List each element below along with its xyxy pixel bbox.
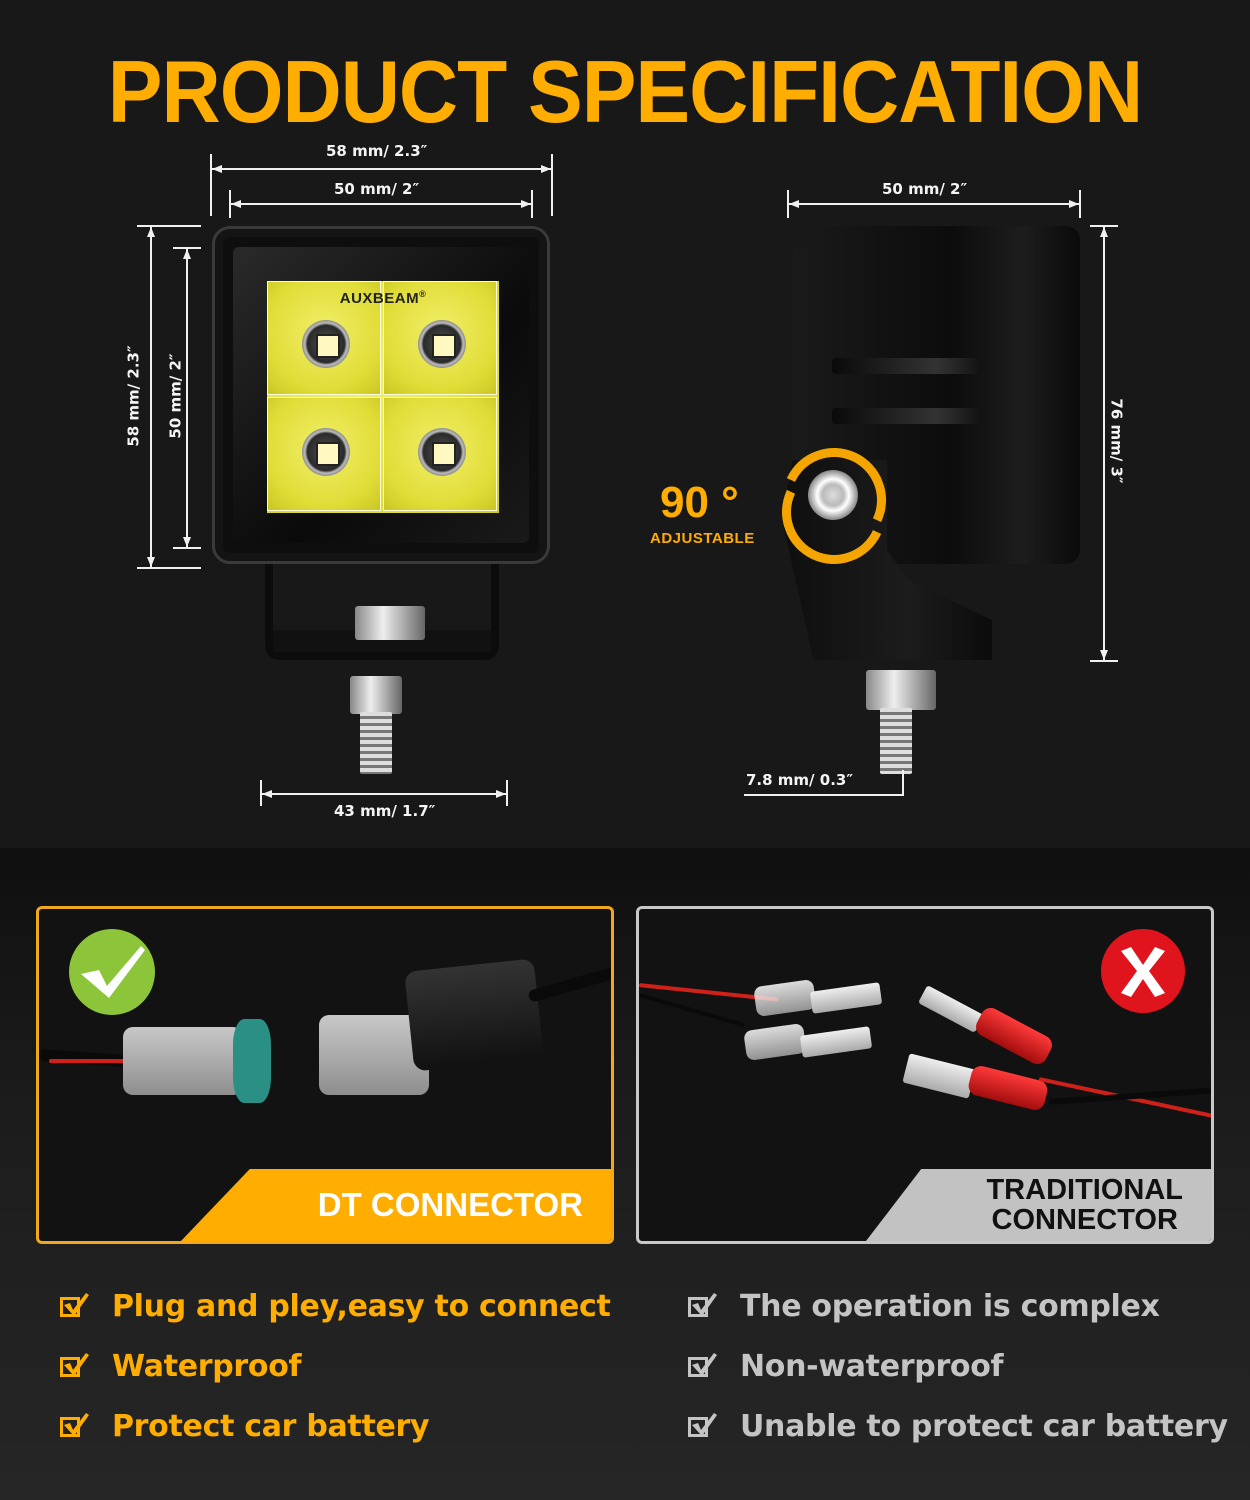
female-spade-terminal: [809, 982, 883, 1014]
feature-item: Protect car battery: [60, 1396, 611, 1456]
checkbox-icon: [60, 1413, 89, 1439]
checkbox-icon: [688, 1413, 717, 1439]
adjustment-knob: [808, 470, 858, 520]
inner-width-label: 50 mm/ 2″: [334, 180, 420, 198]
traditional-connector-label: TRADITIONAL CONNECTOR: [986, 1174, 1183, 1236]
led-icon: [302, 320, 350, 368]
mounting-bracket-front: [265, 564, 499, 660]
dt-plug-male: [123, 1027, 243, 1095]
checkbox-icon: [60, 1353, 89, 1379]
mounting-bolt: [880, 708, 912, 774]
total-height-label: 76 mm/ 3″: [1107, 398, 1126, 484]
spec-section: PRODUCT SPECIFICATION 58 mm/ 2.3″ 50 mm/…: [107, 43, 1144, 820]
brand-logo: AUXBEAM®: [339, 289, 427, 307]
red-sleeve: [966, 1064, 1050, 1112]
dt-seal: [233, 1019, 271, 1103]
bracket-width-label: 43 mm/ 1.7″: [334, 802, 436, 820]
clear-sleeve: [743, 1022, 807, 1062]
cooling-fin: [832, 408, 982, 424]
black-wire: [639, 993, 746, 1028]
bolt-diameter-label: 7.8 mm/ 0.3″: [746, 771, 854, 789]
led-cell: [267, 397, 381, 511]
checkbox-icon: [688, 1353, 717, 1379]
dt-plug-housing: [404, 958, 544, 1072]
led-icon: [302, 428, 350, 476]
led-icon: [418, 428, 466, 476]
rotation-label: ADJUSTABLE: [650, 530, 755, 547]
dt-connector-label: DT CONNECTOR: [317, 1186, 583, 1223]
outer-width-label: 58 mm/ 2.3″: [326, 142, 428, 160]
led-icon: [418, 320, 466, 368]
traditional-connector-panel: TRADITIONAL CONNECTOR: [636, 906, 1214, 1244]
checkbox-icon: [688, 1293, 717, 1319]
depth-label: 50 mm/ 2″: [882, 180, 968, 198]
female-spade-terminal: [799, 1026, 873, 1058]
led-cell: [383, 281, 497, 395]
cooling-fin: [832, 358, 982, 374]
bracket-nut: [355, 606, 425, 640]
feature-item: Non-waterproof: [688, 1336, 1228, 1396]
male-spade-terminal: [902, 1053, 976, 1099]
cable: [527, 963, 611, 1003]
light-lens: AUXBEAM®: [267, 281, 499, 513]
check-icon: [69, 929, 155, 1015]
outer-height-label: 58 mm/ 2.3″: [124, 345, 143, 447]
inner-height-label: 50 mm/ 2″: [166, 353, 185, 439]
male-spade-terminal: [918, 985, 984, 1033]
feature-item: Unable to protect car battery: [688, 1396, 1228, 1456]
feature-item: Plug and pley,easy to connect: [60, 1276, 611, 1336]
led-cell: [383, 397, 497, 511]
rotation-angle: 90 °: [660, 478, 739, 527]
led-cell: [267, 281, 381, 395]
checkbox-icon: [60, 1293, 89, 1319]
lock-nut: [866, 670, 936, 710]
black-wire: [1048, 1087, 1211, 1105]
red-sleeve: [972, 1004, 1056, 1068]
traditional-connector-banner: TRADITIONAL CONNECTOR: [866, 1169, 1211, 1241]
light-front-view: AUXBEAM®: [212, 226, 550, 564]
feature-item: The operation is complex: [688, 1276, 1228, 1336]
red-wire: [49, 1059, 149, 1063]
mounting-bolt: [360, 712, 392, 774]
traditional-feature-list: The operation is complex Non-waterproof …: [688, 1276, 1228, 1456]
feature-item: Waterproof: [60, 1336, 611, 1396]
page-title: PRODUCT SPECIFICATION: [107, 43, 1143, 142]
dt-feature-list: Plug and pley,easy to connect Waterproof…: [60, 1276, 611, 1456]
lock-nut: [350, 676, 402, 714]
dt-connector-banner: DT CONNECTOR: [181, 1169, 611, 1241]
cross-icon: [1101, 929, 1185, 1013]
clear-sleeve: [753, 978, 817, 1018]
dt-connector-panel: DT CONNECTOR: [36, 906, 614, 1244]
